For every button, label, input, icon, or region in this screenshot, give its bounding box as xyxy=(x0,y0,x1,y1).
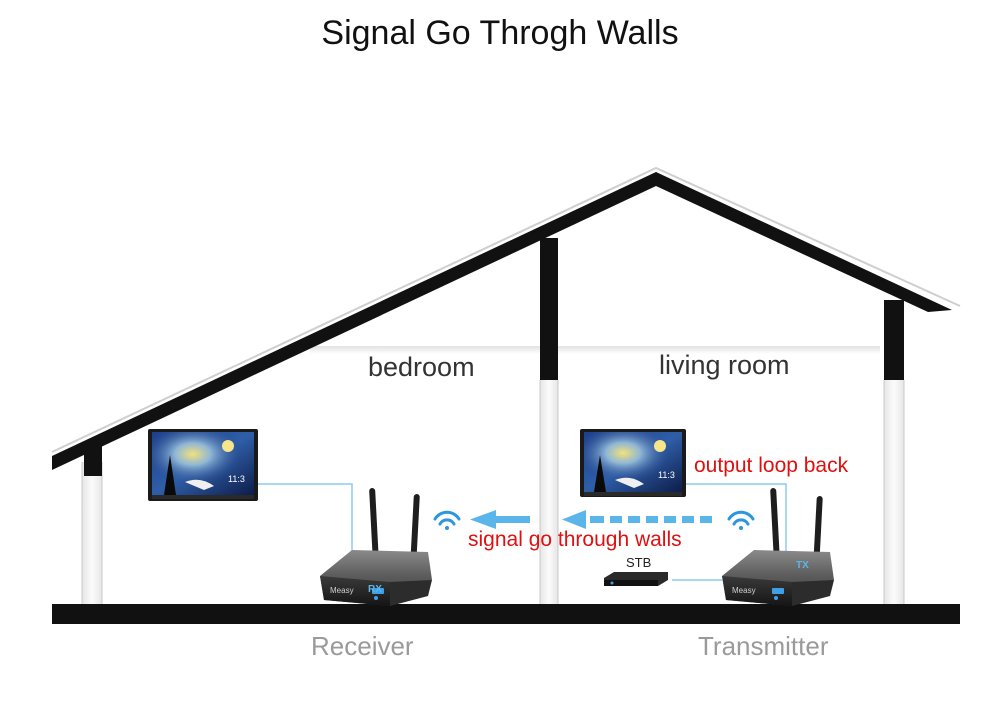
living-room-tv-time: 11:3 xyxy=(658,470,675,480)
wifi-icon-receiver xyxy=(433,510,461,530)
bedroom-label: bedroom xyxy=(368,352,475,382)
signal-arrow-left xyxy=(470,510,530,529)
bedroom-tv xyxy=(148,429,258,501)
bedroom-tv-time: 11:3 xyxy=(228,474,245,484)
center-wall xyxy=(539,238,559,607)
receiver-badge: RX xyxy=(368,584,382,595)
receiver-cable xyxy=(258,483,353,570)
ceiling-line xyxy=(310,346,880,354)
transmitter-device xyxy=(722,488,834,606)
through-walls-annotation: signal go through walls xyxy=(468,528,682,551)
receiver-label: Receiver xyxy=(311,631,414,661)
transmitter-brand: Measy xyxy=(732,586,756,595)
signal-arrow-dashed xyxy=(562,510,712,529)
receiver-device xyxy=(320,488,432,606)
floor xyxy=(52,604,960,624)
page-title: Signal Go Throgh Walls xyxy=(321,14,679,52)
living-room-tv xyxy=(580,429,686,497)
loopback-cable xyxy=(686,483,787,570)
receiver-brand: Measy xyxy=(330,586,354,595)
wifi-icon-transmitter xyxy=(727,510,755,530)
loop-back-annotation: output loop back xyxy=(694,454,849,477)
transmitter-label: Transmitter xyxy=(698,631,829,661)
left-wall xyxy=(81,446,103,607)
right-wall xyxy=(883,300,905,607)
stb-label: STB xyxy=(626,555,652,570)
transmitter-badge: TX xyxy=(796,560,809,571)
living-room-label: living room xyxy=(659,350,790,380)
roof xyxy=(51,166,961,470)
stb-device xyxy=(604,572,668,586)
